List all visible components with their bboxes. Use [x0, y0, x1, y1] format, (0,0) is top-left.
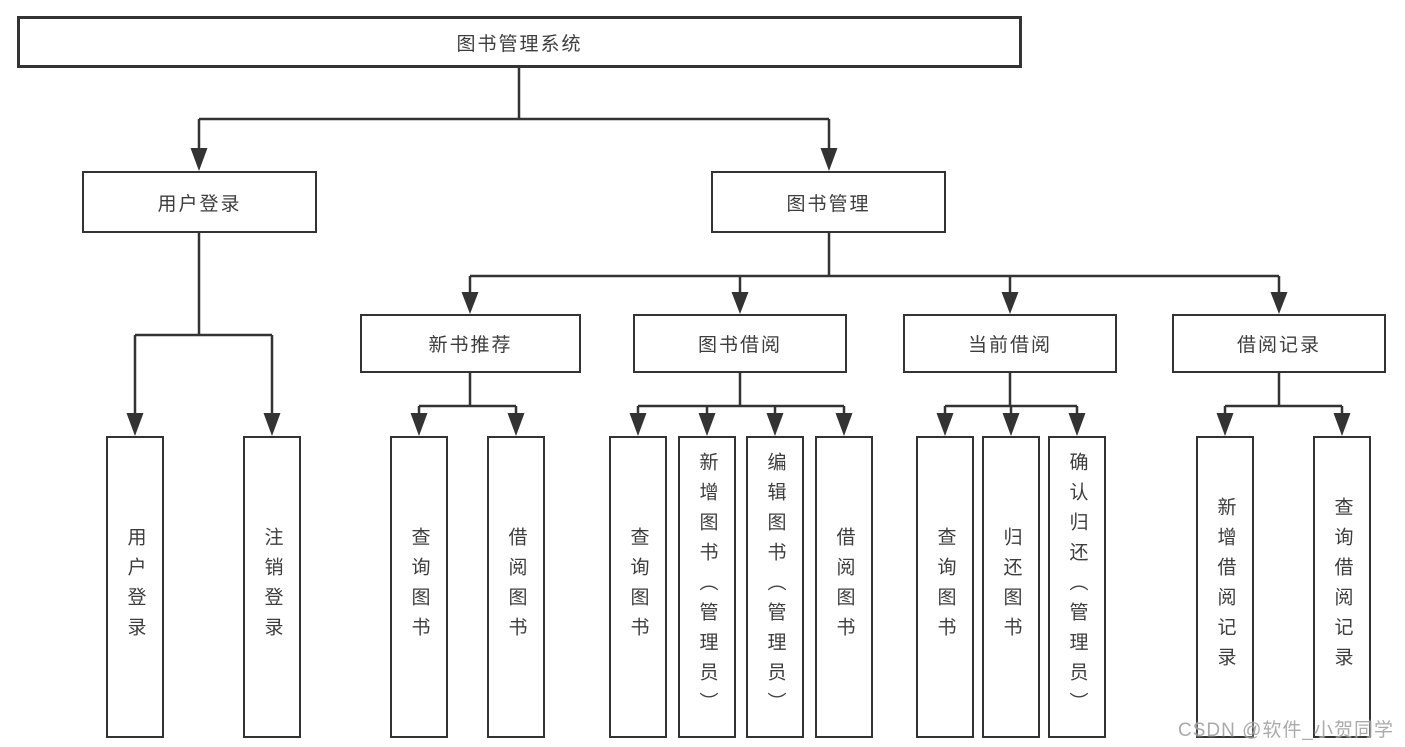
arrow-down-icon	[1216, 413, 1234, 436]
node-current-borrowing: 当前借阅	[903, 314, 1117, 373]
arrow-down-icon	[1333, 413, 1351, 436]
connector-book-management	[468, 233, 1281, 296]
arrow-down-icon	[1270, 292, 1288, 314]
arrow-down-icon	[1068, 413, 1086, 436]
arrow-down-icon	[507, 413, 525, 436]
watermark: CSDN @软件_小贺同学	[1178, 720, 1394, 741]
leaf-query-books-borrowing: 查询图书	[609, 436, 667, 738]
leaf-user-login: 用户登录	[106, 436, 164, 738]
connector-root	[197, 68, 831, 152]
leaf-add-books-admin: 新增图书（管理员）	[678, 436, 736, 738]
arrowheads	[126, 148, 1351, 436]
leaf-query-books-recommend: 查询图书	[390, 436, 448, 738]
arrow-down-icon	[263, 413, 281, 436]
arrow-down-icon	[126, 413, 144, 436]
arrow-down-icon	[461, 292, 479, 314]
node-library-management-system: 图书管理系统	[17, 16, 1022, 68]
arrow-down-icon	[629, 413, 647, 436]
node-new-book-recommendation: 新书推荐	[360, 314, 581, 373]
connector-current-borrowing	[943, 373, 1079, 418]
arrow-down-icon	[410, 413, 428, 436]
node-book-borrowing: 图书借阅	[633, 314, 847, 373]
arrow-down-icon	[936, 413, 954, 436]
leaf-return-books: 归还图书	[982, 436, 1040, 738]
connector-user-login	[133, 233, 274, 417]
leaf-edit-books-admin: 编辑图书（管理员）	[746, 436, 804, 738]
leaf-confirm-return-admin: 确认归还（管理员）	[1048, 436, 1106, 738]
leaf-query-books-current: 查询图书	[916, 436, 974, 738]
connector-book-borrowing	[636, 373, 846, 418]
leaf-borrow-books-borrowing: 借阅图书	[815, 436, 873, 738]
arrow-down-icon	[731, 292, 749, 314]
leaf-query-borrow-record: 查询借阅记录	[1313, 436, 1371, 738]
leaf-borrow-books-recommend: 借阅图书	[487, 436, 545, 738]
connector-new-book-recommendation	[417, 373, 518, 418]
node-borrowing-records: 借阅记录	[1172, 314, 1386, 373]
arrow-down-icon	[698, 413, 716, 436]
arrow-down-icon	[820, 148, 838, 171]
arrow-down-icon	[766, 413, 784, 436]
arrow-down-icon	[190, 148, 208, 171]
node-book-management: 图书管理	[711, 171, 946, 233]
arrow-down-icon	[1001, 292, 1019, 314]
connector-borrowing-records	[1223, 373, 1344, 418]
leaf-add-borrow-record: 新增借阅记录	[1196, 436, 1254, 738]
arrow-down-icon	[1002, 413, 1020, 436]
node-user-login: 用户登录	[82, 171, 317, 233]
leaf-logout: 注销登录	[243, 436, 301, 738]
arrow-down-icon	[835, 413, 853, 436]
